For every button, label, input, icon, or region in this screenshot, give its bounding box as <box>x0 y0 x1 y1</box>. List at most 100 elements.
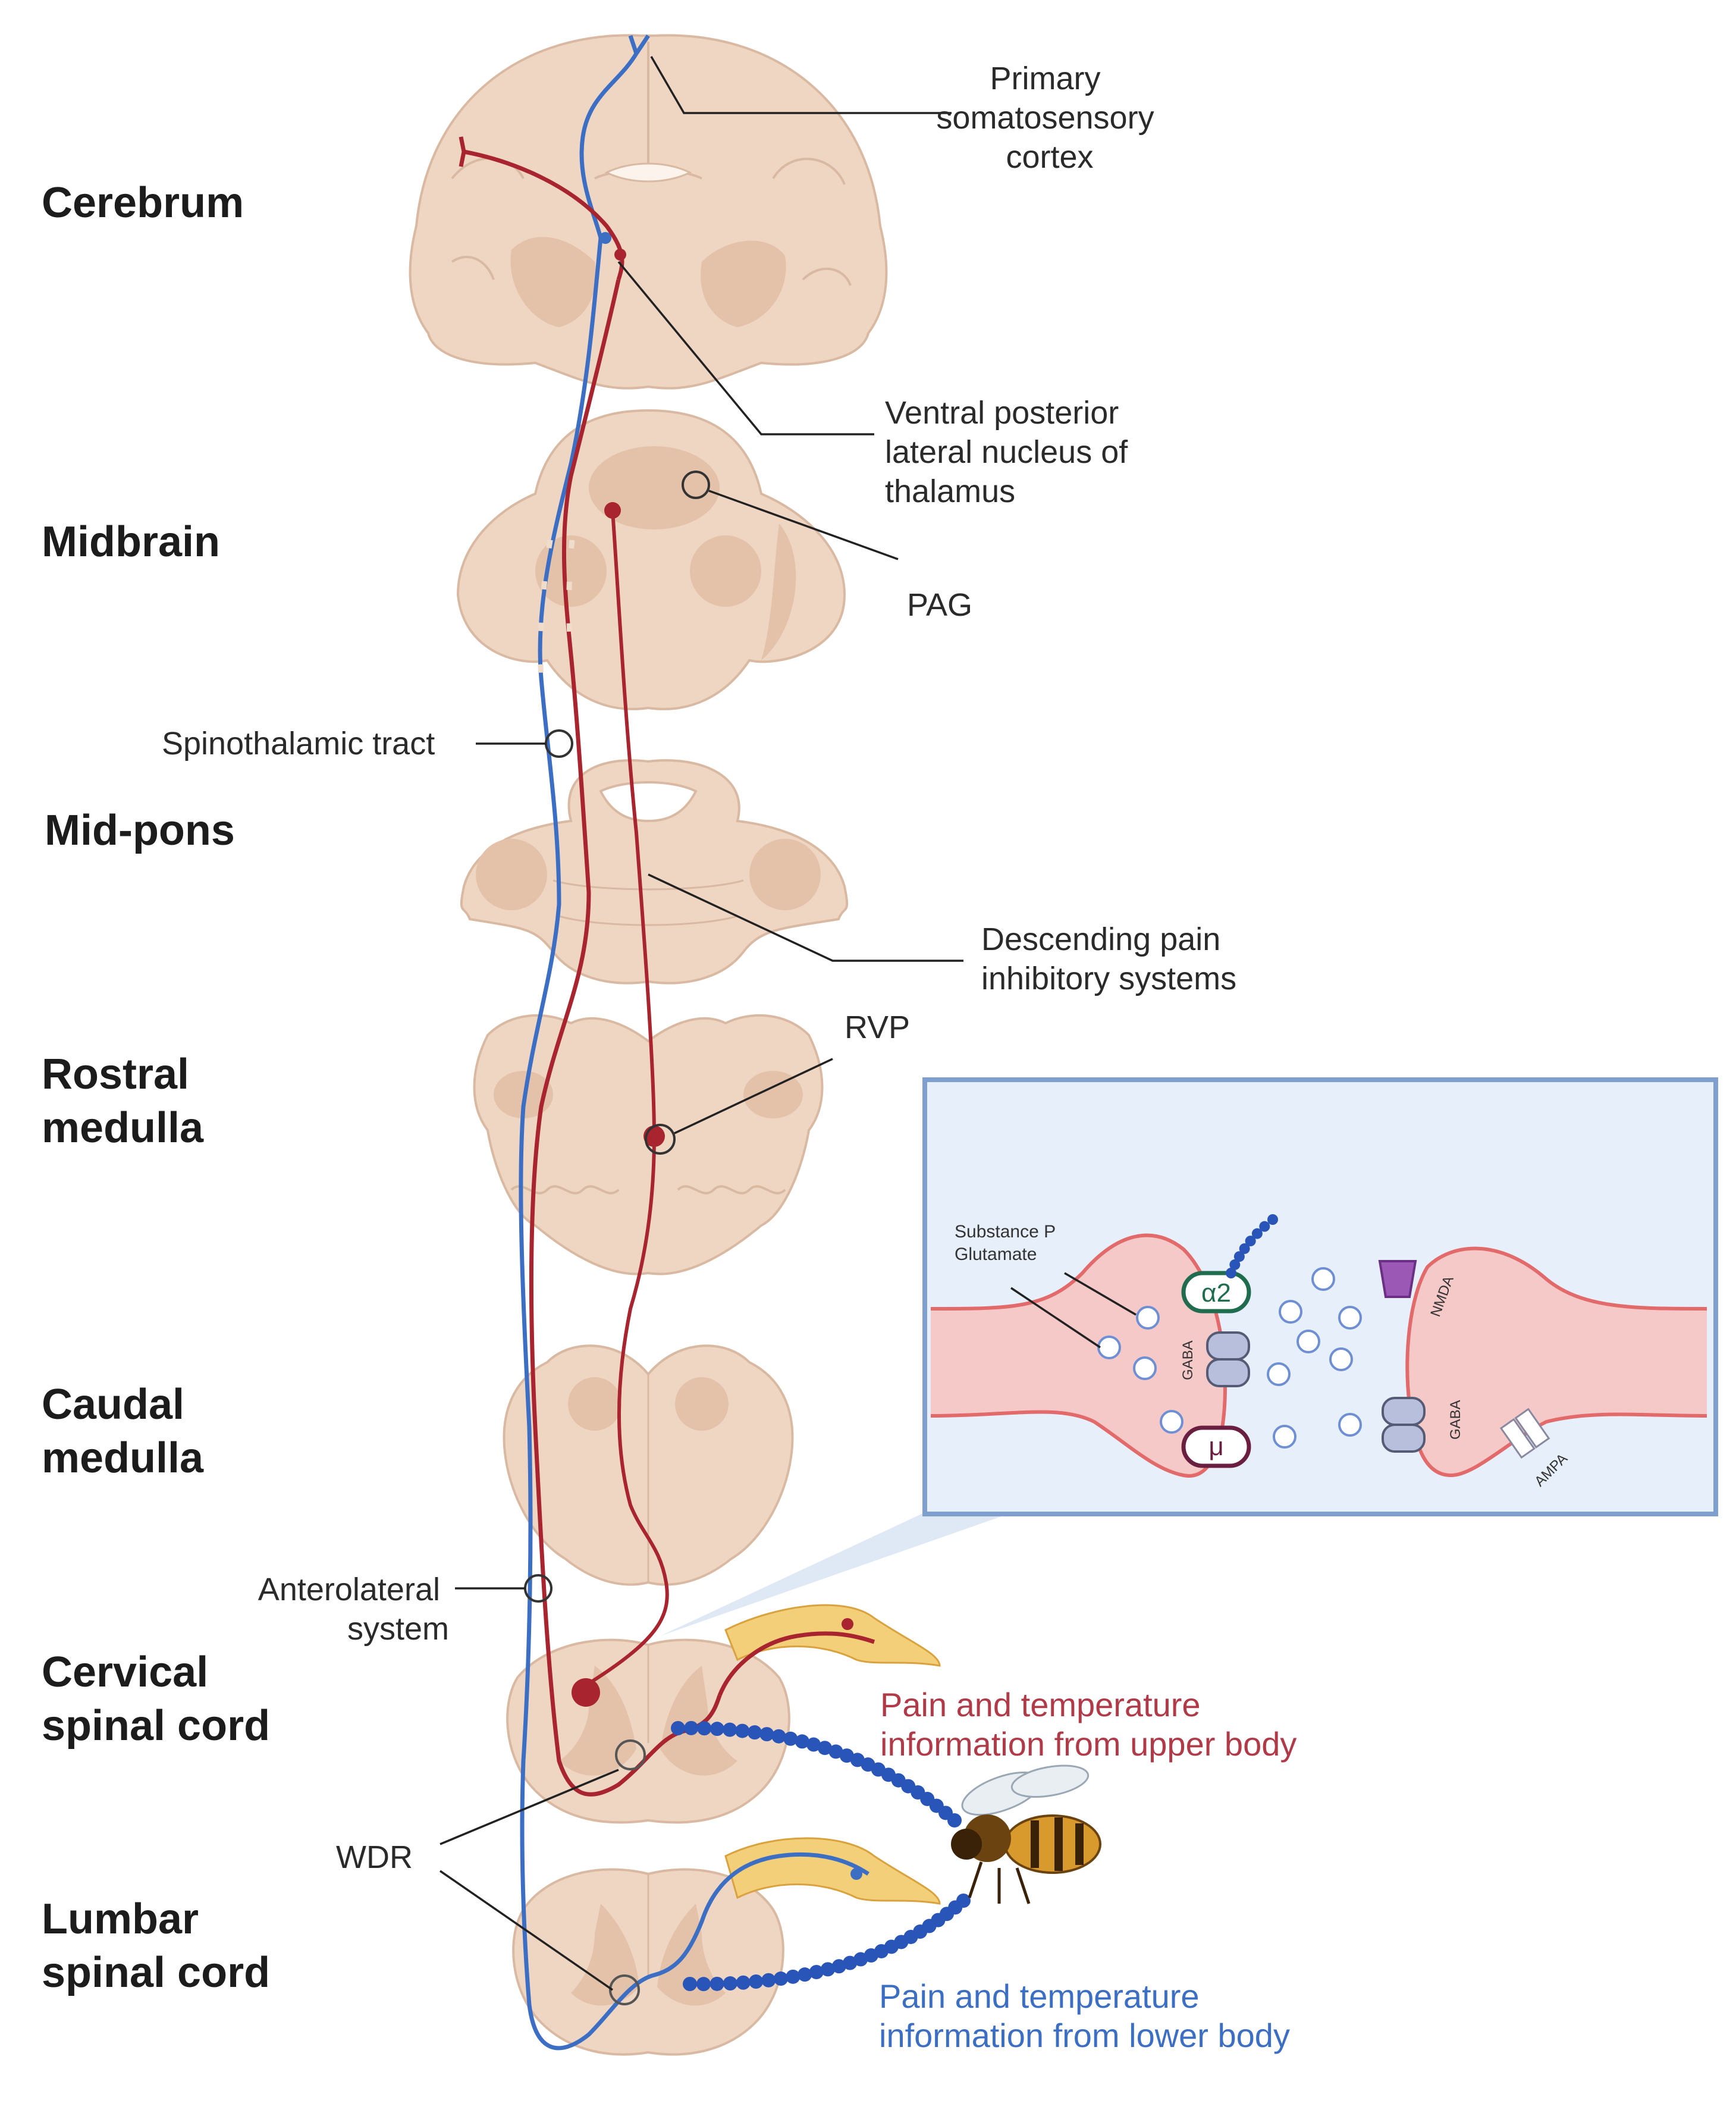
region-midbrain: Midbrain <box>42 518 220 566</box>
caudal-medulla-section <box>503 1344 794 1586</box>
vpl-line-2: lateral nucleus of <box>885 434 1128 470</box>
wdr-leader-cervical <box>440 1769 619 1845</box>
vesicle <box>1329 1347 1353 1371</box>
pag-label: PAG <box>907 587 972 623</box>
bead <box>710 1976 724 1991</box>
lumbar-line-2: spinal cord <box>42 1949 270 1996</box>
bead <box>783 1731 798 1746</box>
red-vpl-synapse <box>614 249 626 261</box>
bead <box>671 1721 685 1735</box>
bead <box>806 1737 821 1752</box>
rostral-line-2: medulla <box>42 1104 204 1152</box>
bead <box>723 1976 737 1991</box>
bead <box>749 1974 764 1989</box>
lower-sensory-soma <box>850 1868 862 1880</box>
bead <box>843 1955 858 1970</box>
bead <box>798 1967 812 1982</box>
lumbar-bead-chain <box>683 1894 971 1992</box>
vpl-line-1: Ventral posterior <box>885 395 1119 431</box>
cerebrum-section <box>409 34 888 390</box>
vpl-line-3: thalamus <box>885 474 1015 509</box>
region-caudal-medulla: Caudal medulla <box>42 1381 204 1482</box>
bead <box>759 1727 774 1742</box>
vesicle <box>1133 1356 1157 1380</box>
region-cervical: Cervical spinal cord <box>42 1648 270 1750</box>
bead <box>735 1723 750 1738</box>
lower-line-1: Pain and temperature <box>879 1977 1200 2015</box>
lower-line-2: information from lower body <box>879 2017 1290 2054</box>
rvp-label: RVP <box>845 1010 910 1045</box>
region-rostral-medulla: Rostral medulla <box>42 1051 204 1152</box>
vesicle <box>1279 1300 1302 1324</box>
cortex-line-1: Primary <box>990 61 1100 96</box>
bead <box>795 1734 809 1749</box>
nmda-receptor <box>1378 1260 1417 1298</box>
lumbar-wdr-circle <box>609 1974 640 2005</box>
mu-label: μ <box>1208 1432 1223 1461</box>
spinothalamic-marker-circle <box>545 729 573 758</box>
pag-neuron <box>604 502 621 519</box>
bead <box>820 1962 835 1977</box>
bead <box>696 1977 711 1992</box>
bead <box>1259 1221 1270 1232</box>
anterolateral-line-2: system <box>347 1611 449 1647</box>
bead <box>723 1722 737 1737</box>
bead <box>736 1975 751 1990</box>
rostral-line-1: Rostral <box>42 1051 189 1098</box>
inset-zoom-wedge <box>660 1511 1017 1636</box>
region-lumbar: Lumbar spinal cord <box>42 1895 270 1996</box>
vesicle <box>1160 1410 1184 1434</box>
lower-body-label: Pain and temperature information from lo… <box>879 1977 1290 2054</box>
bead <box>771 1729 786 1744</box>
gaba-left-label: GABA <box>1180 1340 1196 1380</box>
bead <box>697 1721 712 1736</box>
descending-line-1: Descending pain <box>981 921 1220 957</box>
region-cerebrum: Cerebrum <box>42 179 244 227</box>
glutamate-leader <box>1010 1287 1101 1349</box>
bead <box>1226 1268 1236 1278</box>
bead <box>1229 1259 1241 1270</box>
gaba-receptor-right <box>1382 1397 1426 1453</box>
midbrain-section <box>456 409 846 710</box>
bead <box>1245 1236 1256 1247</box>
vesicle <box>1338 1413 1362 1437</box>
vpl-leader <box>617 261 874 435</box>
primary-cortex-label: Primary somatosensory cortex <box>936 61 1163 175</box>
vpl-label: Ventral posterior lateral nucleus of tha… <box>885 395 1137 509</box>
mid-pons-section <box>460 759 849 985</box>
upper-body-label: Pain and temperature information from up… <box>880 1686 1296 1763</box>
lumbar-line-1: Lumbar <box>42 1895 199 1943</box>
substance-p-leader <box>1064 1272 1137 1316</box>
wdr-label: WDR <box>336 1839 413 1875</box>
bead <box>710 1722 724 1736</box>
bead <box>1239 1243 1250 1254</box>
bead <box>1233 1251 1245 1262</box>
anterolateral-label: Anterolateral system <box>258 1572 449 1647</box>
bead <box>786 1969 800 1984</box>
ampa-receptor <box>1499 1408 1550 1459</box>
cortex-leader <box>650 56 952 114</box>
pag-leader <box>708 490 899 560</box>
vesicle <box>1273 1425 1296 1449</box>
vesicle <box>1267 1362 1291 1386</box>
vesicle <box>1296 1330 1320 1353</box>
bead <box>1251 1228 1263 1239</box>
descending-line-2: inhibitory systems <box>981 961 1236 996</box>
gaba-receptor-left <box>1206 1331 1250 1387</box>
bead <box>683 1977 697 1991</box>
cervical-interneuron <box>572 1678 600 1707</box>
red-dashed-segment <box>566 523 577 655</box>
bead <box>947 1813 962 1828</box>
cortex-line-2: somatosensory <box>936 100 1154 136</box>
vesicle <box>1338 1306 1362 1330</box>
upper-sensory-soma <box>842 1618 853 1630</box>
vesicle <box>1136 1306 1160 1330</box>
wdr-leader-lumbar <box>440 1870 613 1991</box>
descending-leader <box>648 873 963 962</box>
rvp-leader <box>674 1058 833 1134</box>
cortex-line-3: cortex <box>1006 139 1093 175</box>
bee-icon-lower <box>951 1764 1101 1904</box>
bead <box>828 1744 843 1759</box>
